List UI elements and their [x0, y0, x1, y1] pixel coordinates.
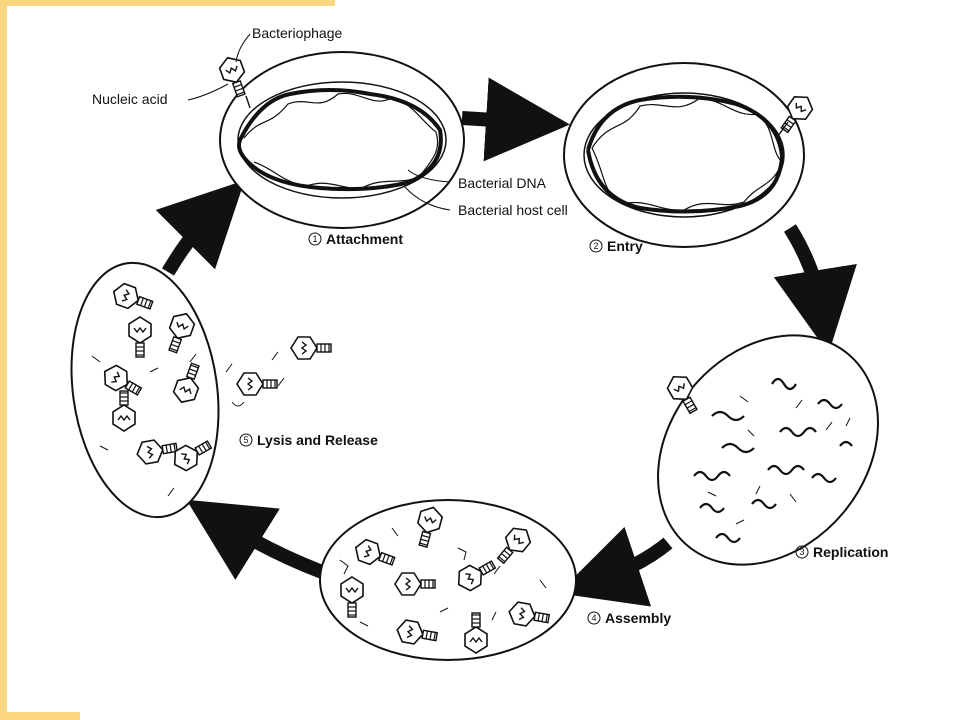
arrow-replication-to-assembly — [558, 526, 673, 607]
arrow-attachment-to-entry — [461, 77, 570, 162]
svg-text:Entry: Entry — [607, 238, 643, 254]
stage-attachment-cell — [216, 51, 465, 229]
svg-text:1: 1 — [312, 234, 317, 244]
bacteriophage-label: Bacteriophage — [252, 25, 343, 41]
arrow-entry-to-replication — [773, 224, 857, 354]
svg-text:5: 5 — [243, 435, 248, 445]
stage-lysis-cell — [70, 261, 332, 519]
bacterial-host-cell-label: Bacterial host cell — [458, 202, 568, 218]
nucleic-acid-label: Nucleic acid — [92, 91, 167, 107]
leader-lines — [187, 33, 451, 211]
svg-text:Lysis and Release: Lysis and Release — [257, 432, 378, 448]
stage-label-attachment: 1 Attachment — [308, 231, 403, 247]
slide-frame-top — [0, 0, 335, 6]
stage-replication-cell — [657, 334, 879, 566]
svg-text:2: 2 — [593, 241, 598, 251]
svg-text:Attachment: Attachment — [326, 231, 403, 247]
slide-frame-bottom — [0, 712, 80, 720]
stage-assembly-cell — [319, 499, 577, 661]
stage-entry-cell — [563, 62, 818, 248]
bacterial-dna-label: Bacterial DNA — [458, 175, 547, 191]
stage-label-entry: 2 Entry — [589, 238, 643, 254]
cycle-arrows — [155, 77, 857, 607]
arrow-lysis-to-attachment — [155, 180, 245, 276]
stage-label-assembly: 4 Assembly — [587, 610, 671, 626]
svg-text:Replication: Replication — [813, 544, 888, 560]
bacterial-dna-strand — [237, 88, 443, 192]
svg-text:3: 3 — [799, 547, 804, 557]
svg-text:Assembly: Assembly — [605, 610, 671, 626]
stage-label-lysis-and-release: 5 Lysis and Release — [239, 432, 378, 448]
svg-text:4: 4 — [591, 613, 596, 623]
stage-label-replication: 3 Replication — [795, 544, 888, 560]
slide-frame-left — [0, 0, 7, 720]
arrow-assembly-to-lysis — [186, 499, 325, 580]
